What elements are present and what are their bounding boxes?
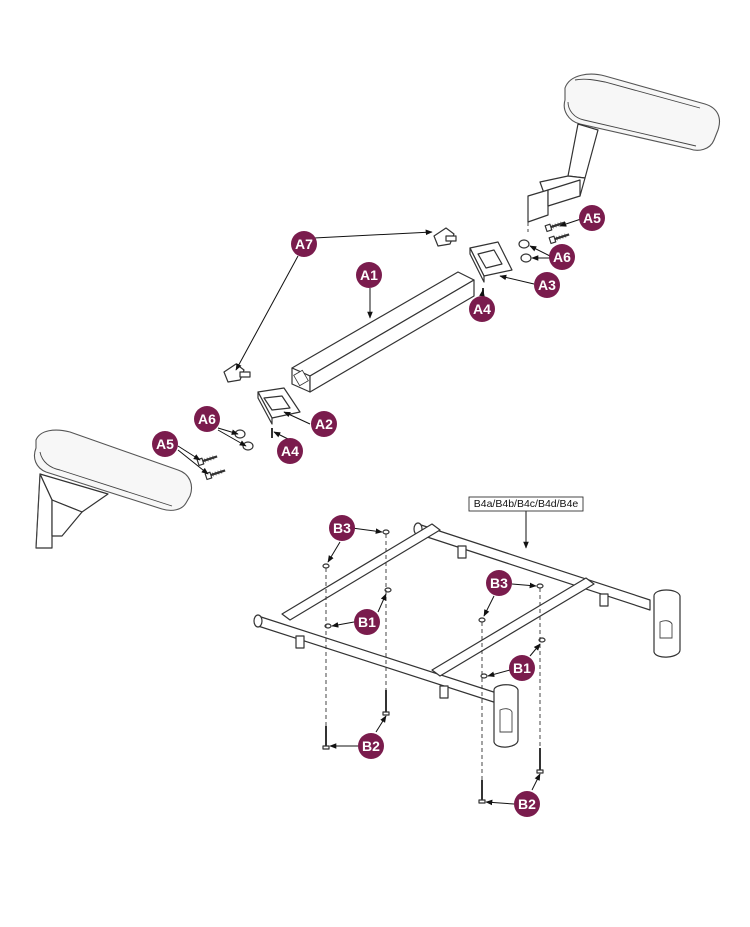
callout-a2: A2 [311, 411, 337, 437]
screws-left [196, 452, 228, 481]
frame-label: B4a/B4b/B4c/B4d/B4e [468, 496, 584, 512]
washers-right [518, 239, 532, 263]
knob-left [223, 363, 251, 383]
callout-a5-left: A5 [152, 431, 178, 457]
frame-hardware [322, 529, 546, 804]
callout-a6-left: A6 [194, 406, 220, 432]
svg-text:A5: A5 [156, 436, 174, 452]
svg-text:B2: B2 [362, 738, 380, 754]
svg-text:B1: B1 [358, 614, 376, 630]
svg-text:A5: A5 [583, 210, 601, 226]
svg-text:B3: B3 [490, 575, 508, 591]
callout-a7: A7 [291, 231, 317, 257]
svg-text:B3: B3 [333, 520, 351, 536]
frame-label-text: B4a/B4b/B4c/B4d/B4e [474, 498, 579, 510]
callout-b3-right: B3 [486, 570, 512, 596]
bracket-left [257, 387, 301, 425]
svg-text:B1: B1 [513, 660, 531, 676]
callout-a4-right: A4 [469, 296, 495, 322]
screws-right [544, 218, 572, 245]
armrest-left [33, 429, 193, 549]
svg-text:A2: A2 [315, 416, 333, 432]
bracket-right [469, 241, 513, 283]
callout-b1-left: B1 [354, 609, 380, 635]
svg-text:A1: A1 [360, 267, 378, 283]
callout-a6-right: A6 [549, 244, 575, 270]
svg-text:A3: A3 [538, 277, 556, 293]
callout-a5-right: A5 [579, 205, 605, 231]
svg-text:A6: A6 [553, 249, 571, 265]
crossbar-tube [291, 271, 475, 393]
knob-right [433, 227, 457, 247]
washers-left [234, 429, 254, 451]
callout-b2-left: B2 [358, 733, 384, 759]
armrest-right [527, 73, 721, 232]
svg-text:A7: A7 [295, 236, 313, 252]
callout-b3-left: B3 [329, 515, 355, 541]
callout-b1-right: B1 [509, 655, 535, 681]
svg-text:A6: A6 [198, 411, 216, 427]
svg-text:B2: B2 [518, 796, 536, 812]
svg-text:A4: A4 [473, 301, 491, 317]
seat-frame [253, 522, 681, 748]
callout-a4-left: A4 [277, 438, 303, 464]
svg-text:A4: A4 [281, 443, 299, 459]
callout-b2-right: B2 [514, 791, 540, 817]
leader-lines [177, 217, 585, 806]
callout-a1: A1 [356, 262, 382, 288]
callout-a3: A3 [534, 272, 560, 298]
